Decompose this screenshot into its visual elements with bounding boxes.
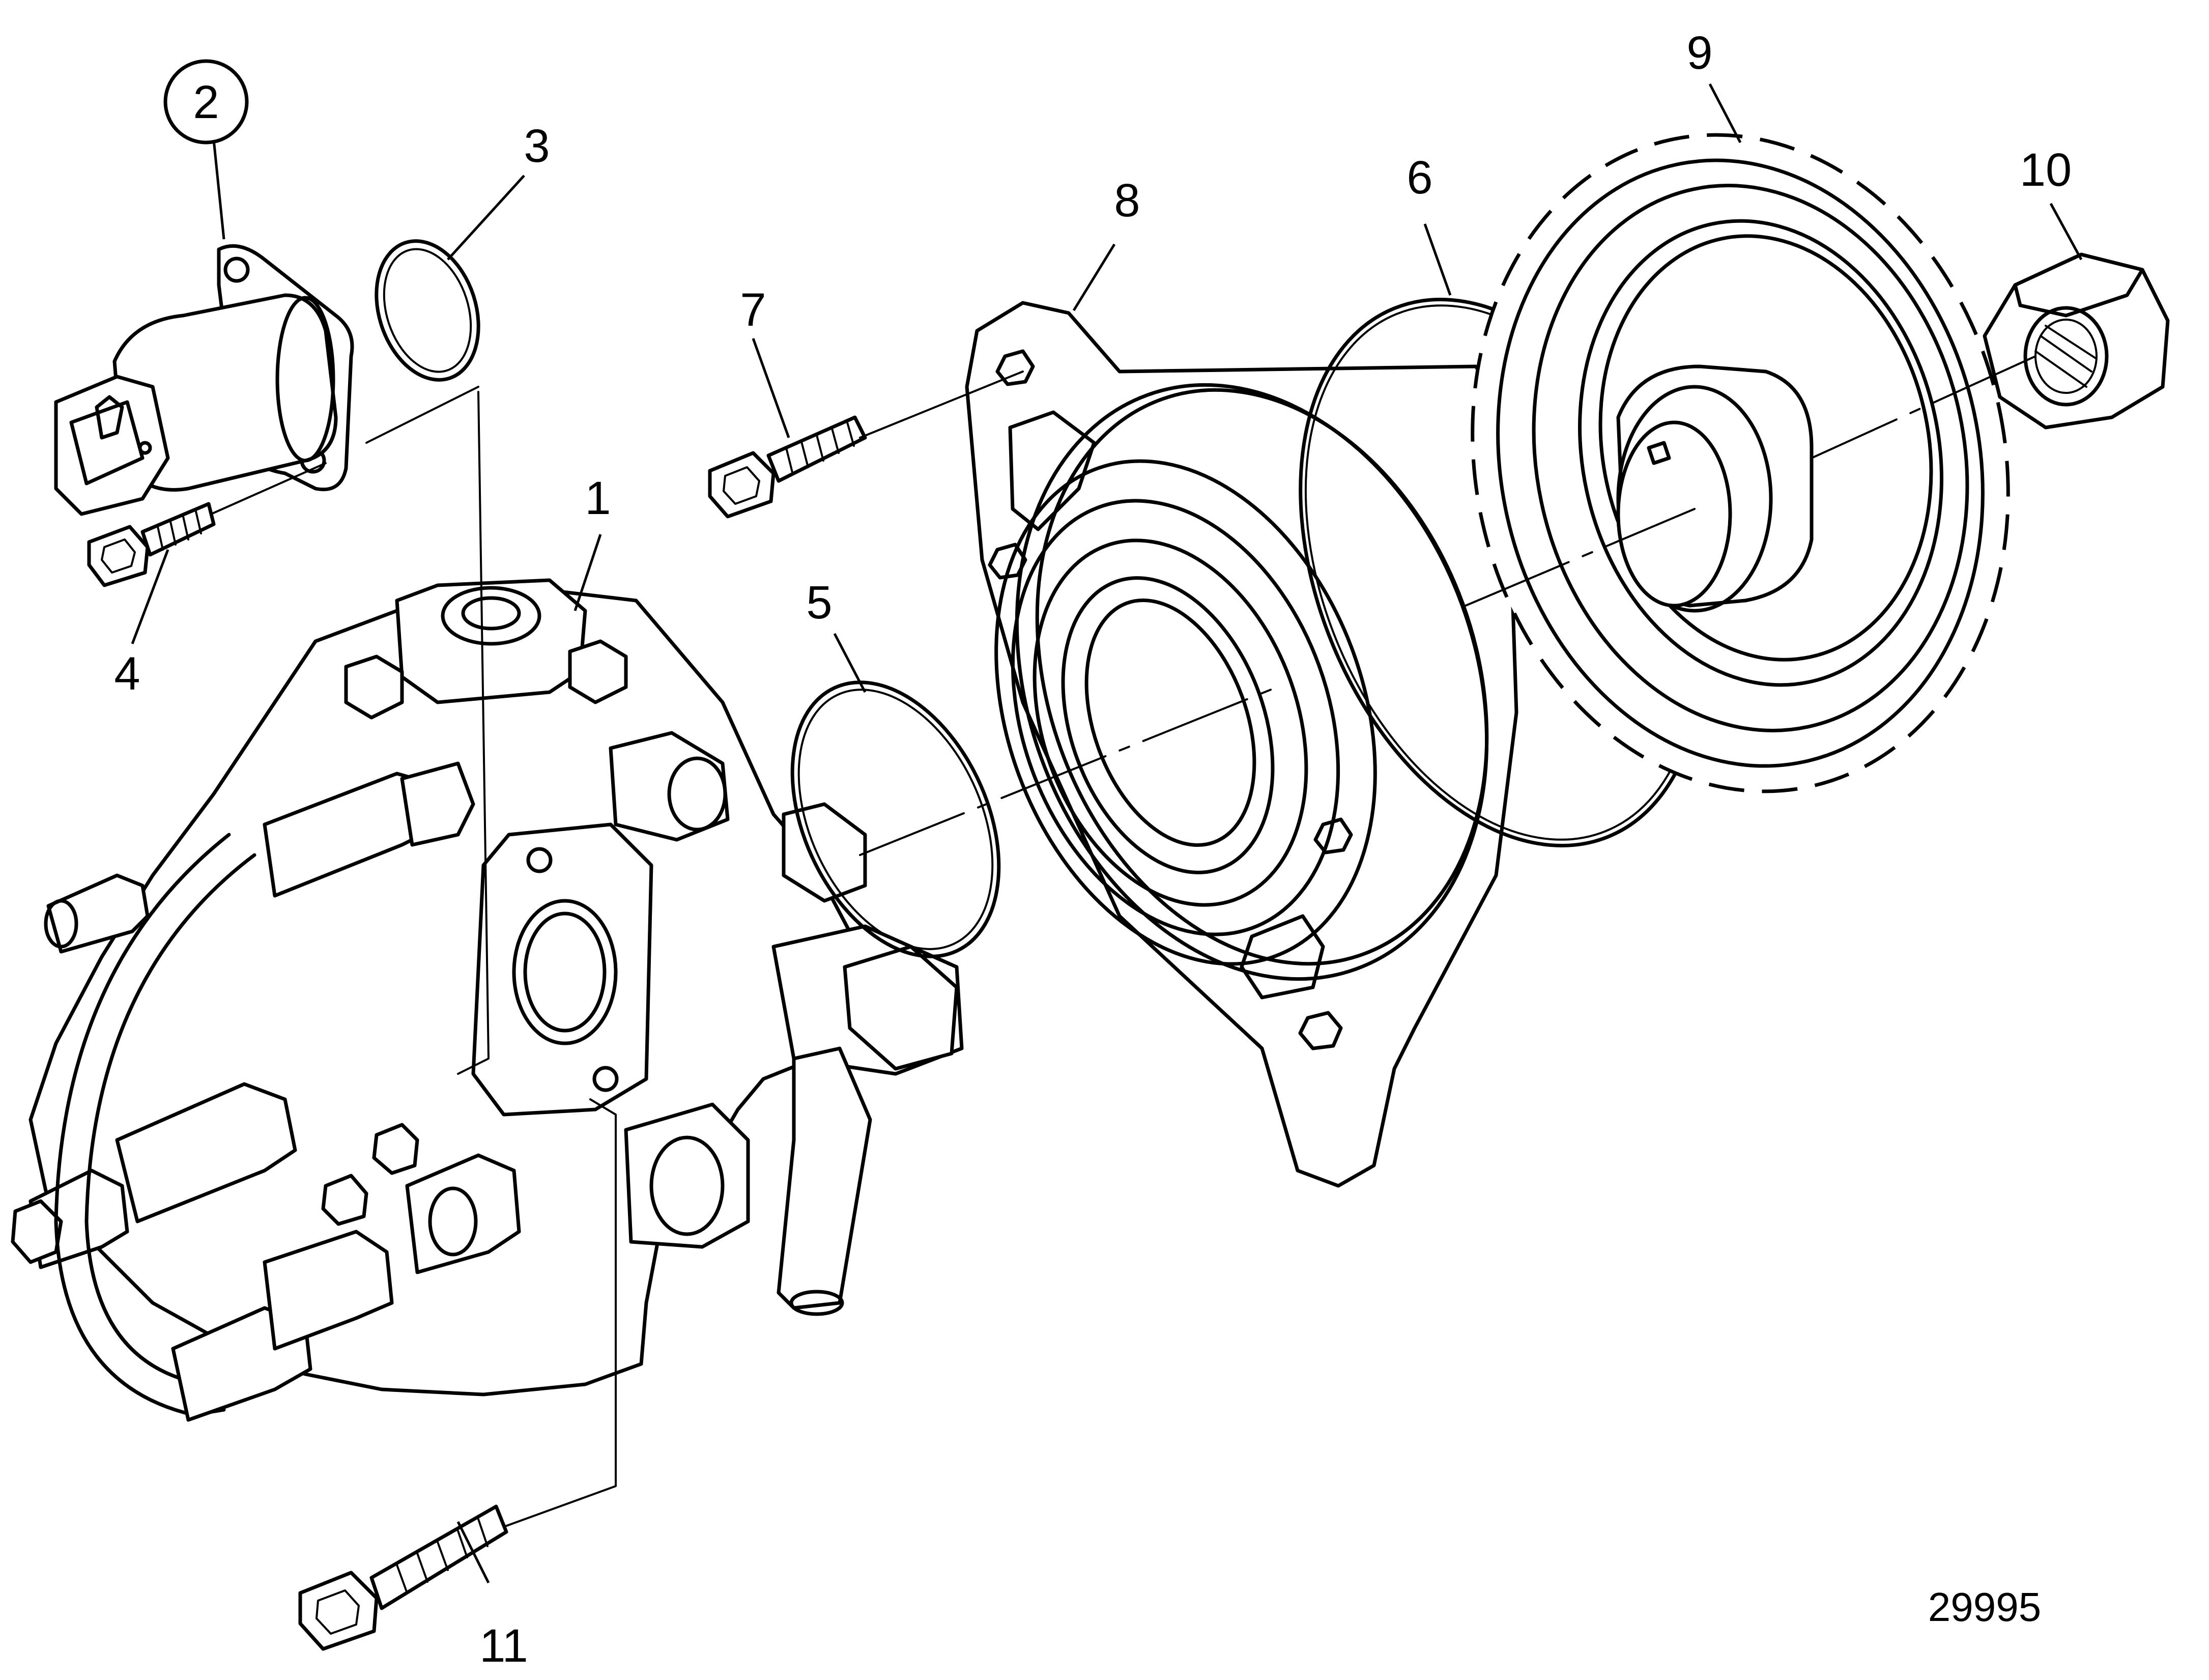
- figure-number: 29995: [1928, 1584, 2041, 1630]
- assembly-centerlines: [210, 355, 2036, 1528]
- fuel-pump-drawing: [11, 578, 964, 1422]
- part-10-label: 10: [2020, 144, 2072, 196]
- screw-long-drawing: [298, 1504, 508, 1651]
- screw-flange-drawing: [708, 415, 867, 519]
- part-2-label-circle: [163, 59, 249, 145]
- part-11-label: 11: [479, 1620, 528, 1672]
- o-ring-small-drawing: [375, 239, 480, 382]
- part-5-label: 5: [806, 577, 832, 629]
- part-1-label: 1: [585, 472, 611, 524]
- screw-small-drawing: [87, 502, 216, 587]
- part-4-label: 4: [114, 648, 140, 700]
- part-3-label: 3: [524, 120, 550, 172]
- part-8-label: 8: [1114, 175, 1140, 226]
- part-7-label: 7: [740, 284, 766, 336]
- flange-housing-drawing: [965, 301, 1518, 1188]
- part-labels: 1 2 3 4 5 6 7 8 9 10 11: [114, 27, 2072, 1672]
- part-2-label: 2: [193, 76, 219, 128]
- drive-gear-drawing: [1471, 133, 2010, 793]
- part-9-label: 9: [1686, 27, 1712, 79]
- part-6-label: 6: [1407, 152, 1432, 204]
- hex-nut-drawing: [1983, 252, 2170, 430]
- o-ring-medium-drawing: [790, 680, 1001, 958]
- solenoid-valve-drawing: [54, 244, 354, 516]
- leader-lines: [131, 83, 2083, 1584]
